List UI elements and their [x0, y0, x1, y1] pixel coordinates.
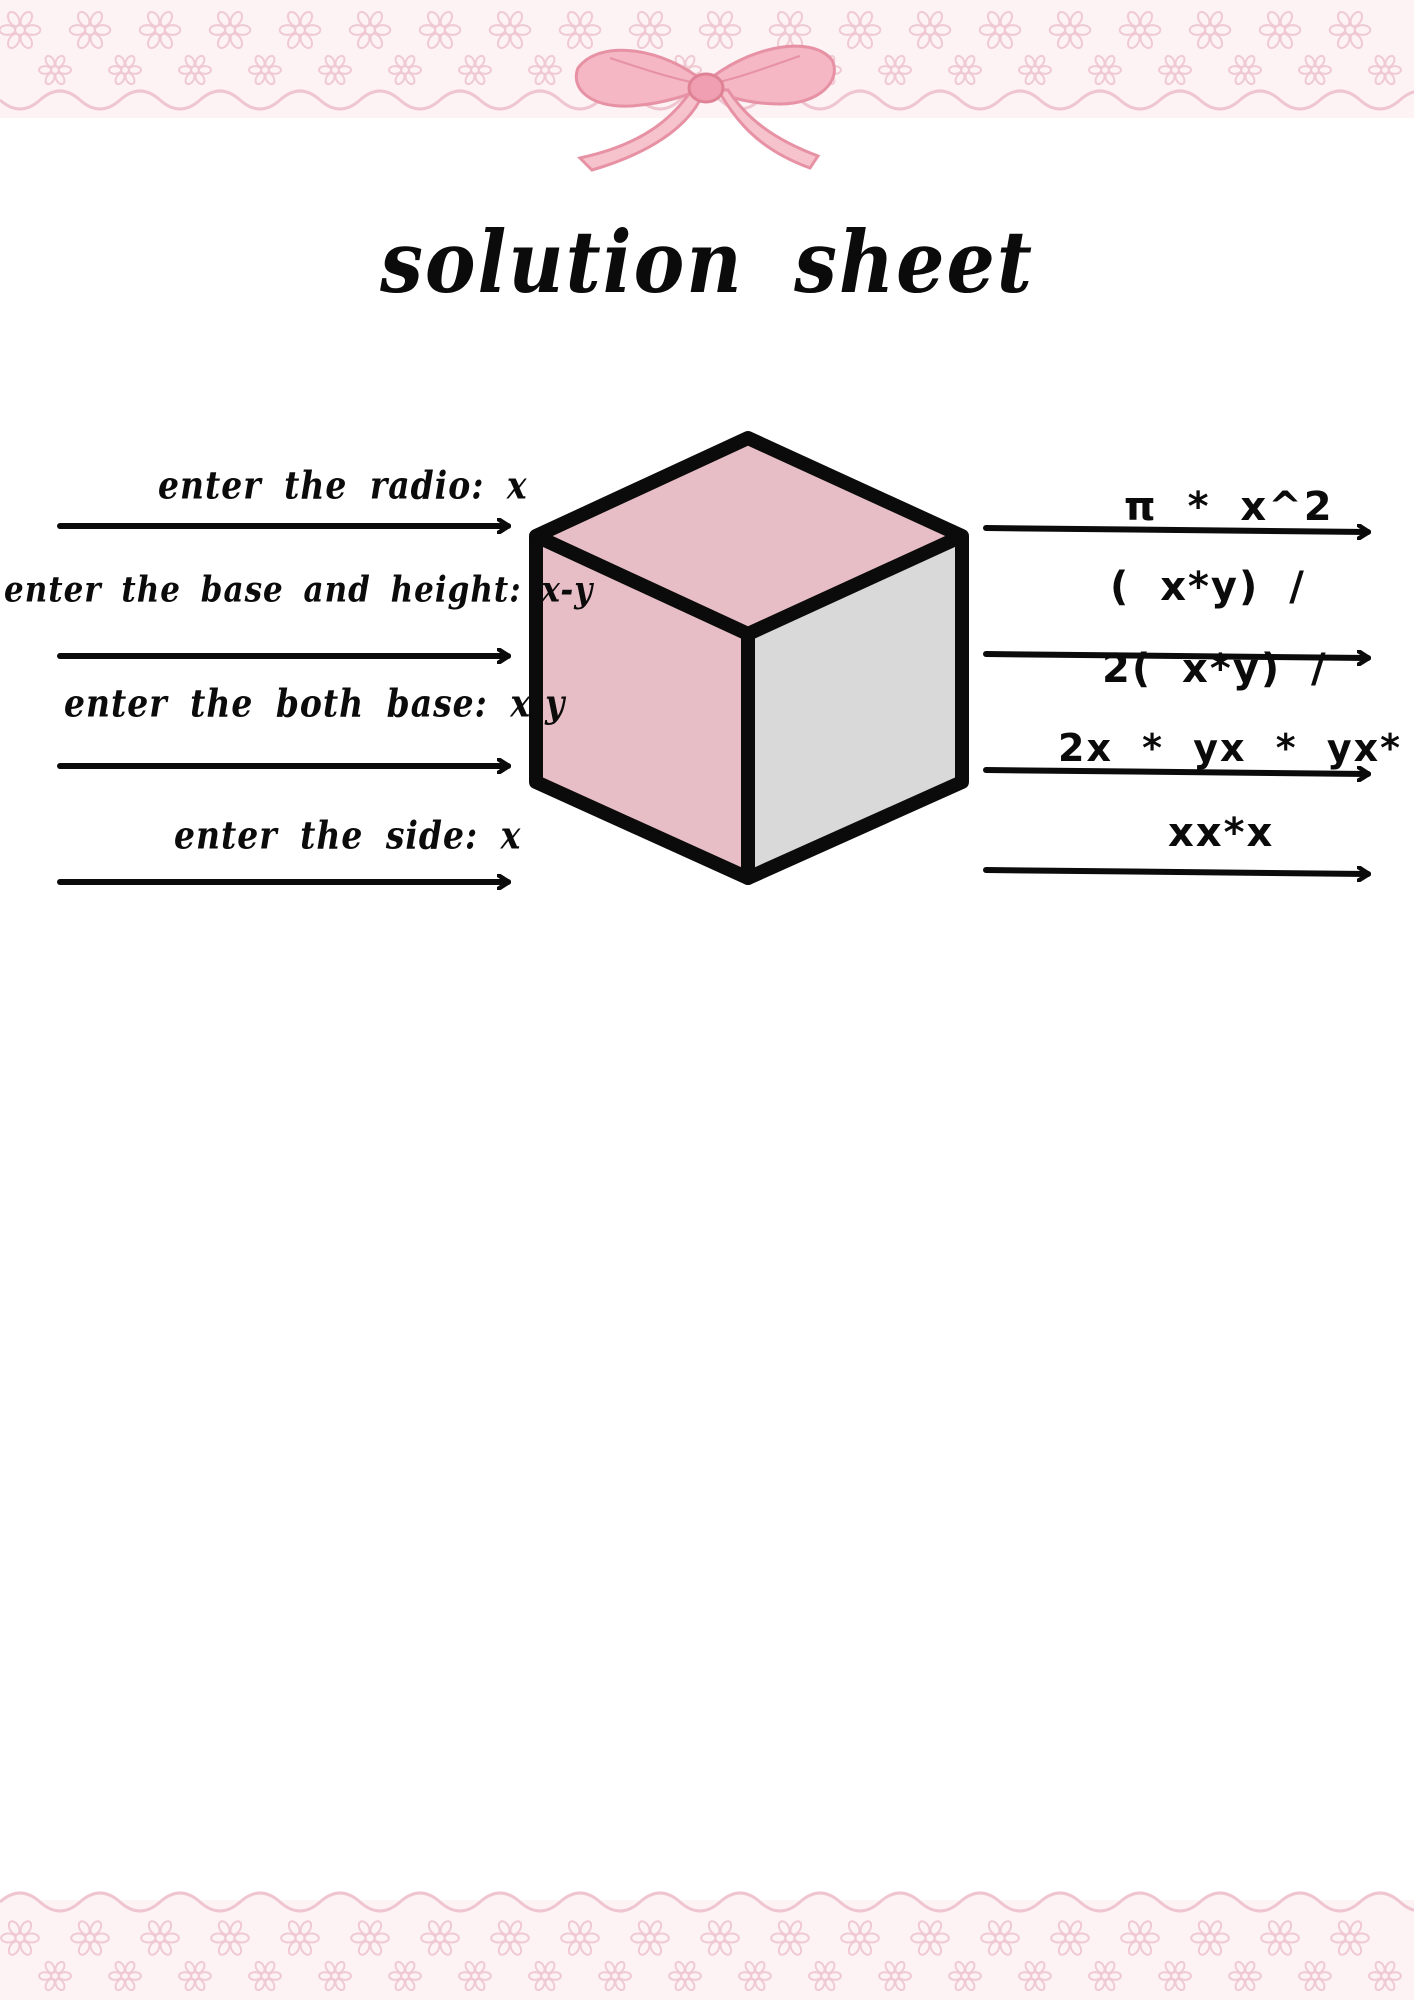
output-formula-triangle: ( x*y) /: [1110, 564, 1306, 610]
output-formula-cube: xx*x: [1168, 810, 1275, 856]
input-label-radius: enter the radio: x: [158, 463, 528, 508]
output-arrow-1: [983, 528, 1368, 532]
cube-right-face: [748, 536, 962, 878]
cube-left-face: [536, 536, 748, 878]
input-label-both-base: enter the both base: x-y: [64, 681, 566, 726]
solution-diagram: enter the radio: x enter the base and he…: [0, 420, 1414, 900]
output-arrow-3: [983, 770, 1368, 774]
output-formula-circle: π * x^2: [1124, 484, 1334, 530]
input-label-side: enter the side: x: [174, 813, 522, 858]
output-formula-trapezoid: 2( x*y) /: [1102, 646, 1328, 692]
ribbon-bow-icon: [570, 28, 840, 178]
lace-border-bottom: [0, 1888, 1414, 2000]
output-arrow-2: [983, 654, 1368, 658]
input-label-base-height: enter the base and height: x-y: [4, 569, 594, 611]
output-arrow-4: [983, 870, 1368, 874]
output-formula-rectangle: 2x * yx * yx*: [1058, 726, 1403, 770]
page-title: solution sheet: [380, 212, 1034, 313]
cube-icon: [529, 431, 969, 885]
